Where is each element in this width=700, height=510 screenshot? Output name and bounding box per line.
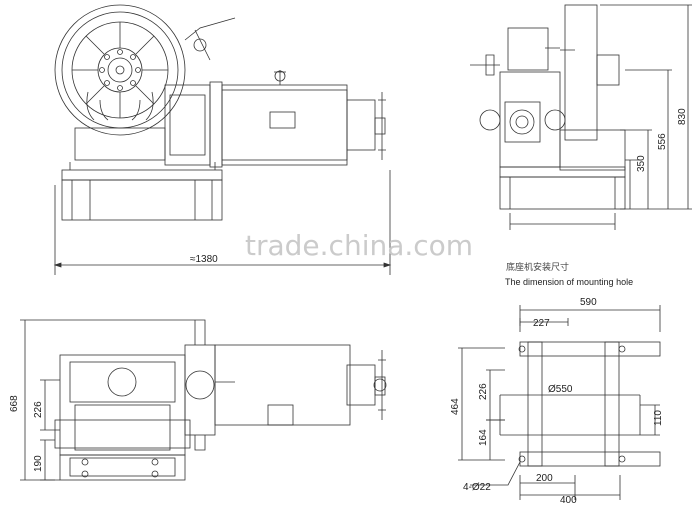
dim-590: 590 <box>580 297 597 308</box>
side-elevation-view <box>470 4 692 230</box>
dim-830: 830 <box>677 108 688 125</box>
mounting-caption-cn: 底座机安装尺寸 <box>506 261 569 273</box>
sheave-bolts <box>99 49 141 91</box>
mounting-caption-en: The dimension of mounting hole <box>505 277 633 287</box>
dim-overall-length: ≈1380 <box>190 254 218 265</box>
dim-350: 350 <box>636 155 647 172</box>
watermark-text: trade.china.com <box>245 229 473 262</box>
dim-d550: Ø550 <box>548 384 573 395</box>
mounting-hole-view <box>458 305 661 500</box>
dim-226-plan: 226 <box>33 401 44 418</box>
dim-holes: 4-Ø22 <box>463 482 491 493</box>
dim-190: 190 <box>33 455 44 472</box>
plan-view <box>20 319 387 481</box>
dim-227: 227 <box>533 318 550 329</box>
sheave-spokes <box>72 22 168 121</box>
dim-556: 556 <box>657 133 668 150</box>
front-elevation-view <box>53 4 392 275</box>
dim-226-mount: 226 <box>478 383 489 400</box>
dim-164: 164 <box>478 429 489 446</box>
dim-464: 464 <box>450 398 461 415</box>
dim-110: 110 <box>653 410 664 426</box>
dim-668: 668 <box>9 395 20 412</box>
dim-400: 400 <box>560 495 577 506</box>
dim-200: 200 <box>536 473 553 484</box>
